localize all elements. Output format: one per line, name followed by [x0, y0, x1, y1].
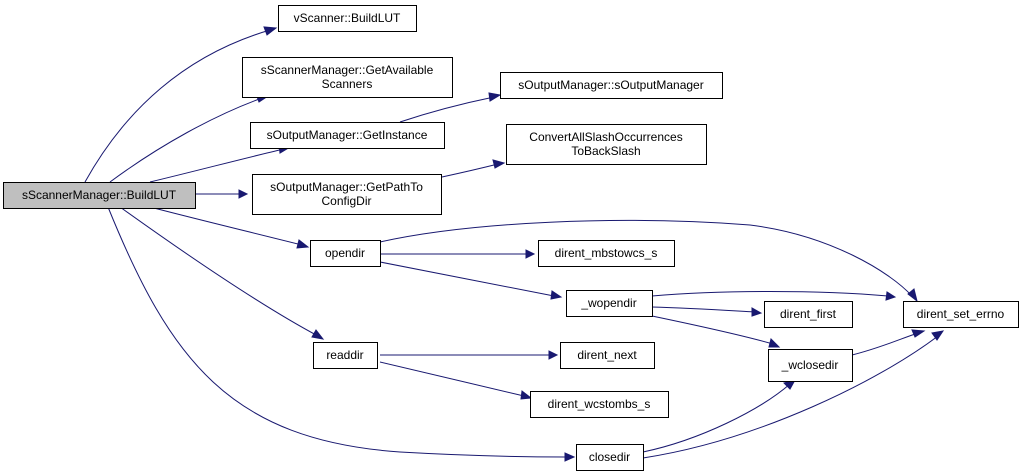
- edge-readdir-to-wcstombs: [379, 361, 533, 400]
- edge-getpathto-to-convertall: [441, 159, 506, 178]
- node-opendir[interactable]: opendir: [310, 240, 381, 267]
- node-readdir[interactable]: readdir: [313, 342, 378, 369]
- node-label: opendir: [325, 246, 365, 260]
- edge-root-to-opendir: [149, 206, 310, 249]
- node-label: _wclosedir: [781, 358, 839, 372]
- node-box: [278, 5, 417, 32]
- edge-opendir-to-mbstowcs: [380, 249, 536, 259]
- node-soutctor[interactable]: sOutputManager::sOutputManager: [500, 72, 723, 99]
- edge-wclosedir-to-seterrno: [851, 329, 926, 356]
- node-box: [310, 240, 381, 267]
- call-nodes: sScannerManager::BuildLUT vScanner::Build…: [3, 5, 1019, 471]
- node-wclosedir[interactable]: _wclosedir: [768, 349, 853, 382]
- node-box: [566, 290, 653, 317]
- node-box: [242, 57, 453, 98]
- node-box: [250, 122, 445, 149]
- node-box: [530, 391, 669, 418]
- edge-closedir-to-seterrno: [642, 330, 945, 459]
- node-mbstowcs[interactable]: dirent_mbstowcs_s: [538, 240, 675, 267]
- node-label: dirent_set_errno: [917, 307, 1005, 321]
- node-box: [506, 124, 707, 165]
- node-label: sScannerManager::GetAvailable: [261, 63, 434, 77]
- node-label: ConfigDir: [321, 194, 371, 208]
- node-box: [768, 349, 853, 382]
- edge-opendir-to-wopendir: [379, 261, 563, 300]
- edge-root-to-readdir: [119, 206, 325, 340]
- node-box: [3, 182, 196, 209]
- node-label: dirent_first: [780, 307, 837, 321]
- node-box: [560, 342, 655, 369]
- node-label: dirent_mbstowcs_s: [555, 246, 658, 260]
- edge-opendir-to-seterrno: [379, 219, 918, 303]
- node-box: [252, 174, 442, 215]
- edge-wopendir-to-seterrno: [651, 291, 897, 301]
- node-label: dirent_next: [577, 348, 637, 362]
- edge-getinstance-to-soutputmanager: [399, 92, 502, 123]
- node-box: [500, 72, 723, 99]
- edge-root-to-getpathto: [195, 189, 249, 199]
- node-box: [764, 301, 853, 328]
- node-label: dirent_wcstombs_s: [548, 397, 651, 411]
- node-label: sOutputManager::sOutputManager: [518, 78, 703, 92]
- node-label: Scanners: [322, 77, 373, 91]
- node-closedir[interactable]: closedir: [576, 444, 644, 471]
- node-label: ToBackSlash: [571, 144, 640, 158]
- node-label: ConvertAllSlashOccurrences: [529, 130, 682, 144]
- node-first[interactable]: dirent_first: [764, 301, 853, 328]
- node-vscanner[interactable]: vScanner::BuildLUT: [278, 5, 417, 32]
- node-label: vScanner::BuildLUT: [294, 11, 401, 25]
- edge-wopendir-to-wclosedir: [651, 315, 781, 348]
- node-root[interactable]: sScannerManager::BuildLUT: [3, 182, 196, 209]
- node-seterrno[interactable]: dirent_set_errno: [903, 301, 1019, 328]
- edge-root-to-getavailable: [109, 93, 270, 183]
- edge-root-to-vscanner: [84, 26, 278, 183]
- edge-root-to-closedir: [107, 206, 576, 462]
- node-next[interactable]: dirent_next: [560, 342, 655, 369]
- node-label: readdir: [326, 348, 363, 362]
- node-wopendir[interactable]: _wopendir: [566, 290, 653, 317]
- node-wcstombs[interactable]: dirent_wcstombs_s: [530, 391, 669, 418]
- edge-wopendir-to-first: [651, 306, 763, 317]
- node-box: [576, 444, 644, 471]
- node-label: closedir: [589, 450, 630, 464]
- node-box: [313, 342, 378, 369]
- node-label: sScannerManager::BuildLUT: [22, 188, 177, 202]
- node-getinst[interactable]: sOutputManager::GetInstance: [250, 122, 445, 149]
- node-label: sOutputManager::GetInstance: [267, 128, 428, 142]
- node-label: _wopendir: [580, 296, 636, 310]
- edge-readdir-to-next: [380, 350, 559, 360]
- node-box: [903, 301, 1019, 328]
- node-box: [538, 240, 675, 267]
- node-label: sOutputManager::GetPathTo: [270, 180, 423, 194]
